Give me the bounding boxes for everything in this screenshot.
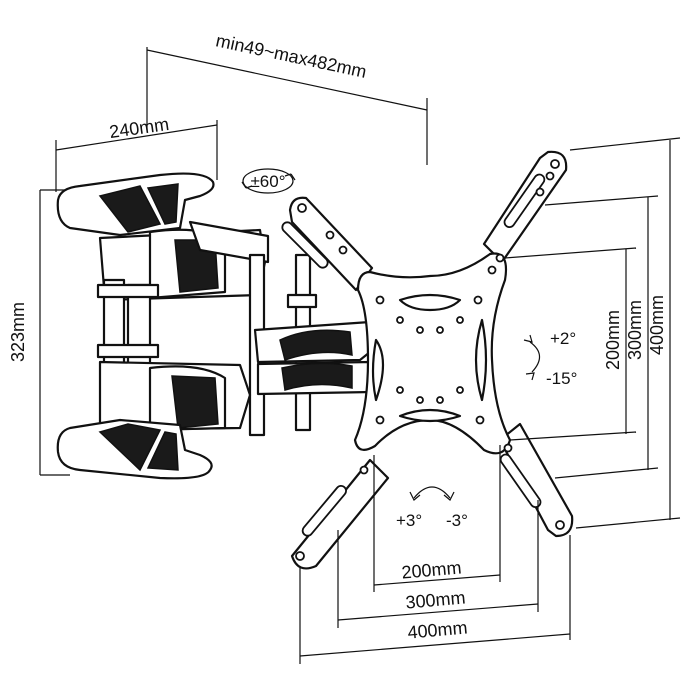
roll-left-label: +3° — [396, 511, 422, 530]
vesa-h-400-label: 400mm — [407, 617, 469, 642]
tilt-down-label: -15° — [546, 369, 577, 388]
vesa-h-300-label: 300mm — [405, 587, 467, 612]
tilt-up-label: +2° — [550, 329, 576, 348]
extension-label: min49~max482mm — [214, 30, 368, 81]
vesa-v-300-label: 300mm — [625, 300, 645, 360]
vesa-vertical-dimensions: 200mm 300mm 400mm — [504, 137, 681, 529]
plate-height-dimension: 323mm — [8, 189, 70, 476]
wall-bracket — [56, 172, 377, 480]
vesa-v-200-label: 200mm — [603, 310, 623, 370]
swivel-indicator: ±60° — [241, 168, 296, 194]
vesa-v-400-label: 400mm — [647, 295, 667, 355]
swivel-label: ±60° — [250, 172, 285, 191]
tilt-indicator: +2° -15° — [523, 329, 577, 388]
arm-width-label: 240mm — [108, 114, 170, 142]
roll-indicator: +3° -3° — [396, 486, 468, 530]
roll-right-label: -3° — [446, 511, 468, 530]
plate-height-label: 323mm — [8, 302, 28, 362]
vesa-horizontal-dimensions: 200mm 300mm 400mm — [299, 445, 571, 664]
vesa-plate — [281, 150, 574, 570]
extension-dimension: min49~max482mm — [146, 30, 428, 165]
